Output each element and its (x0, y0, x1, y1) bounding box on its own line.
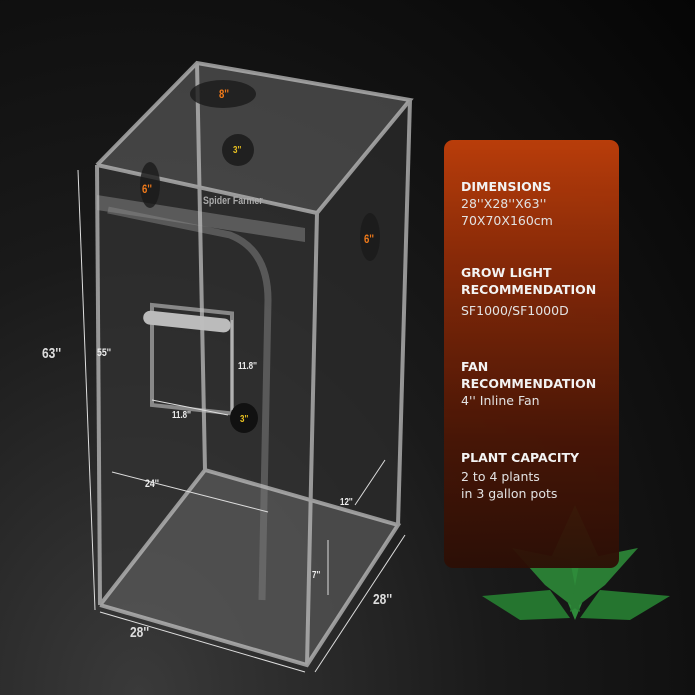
spec-title: RECOMMENDATION (461, 376, 597, 391)
spec-value: SF1000/SF1000D (461, 303, 569, 318)
vent-right-side (360, 213, 380, 261)
spec-title: FAN (461, 359, 489, 374)
bottom-clearance-label: 7'' (312, 570, 321, 581)
specs-panel: DIMENSIONS 28''X28''X63'' 70X70X160cm GR… (444, 140, 619, 568)
window-height-label: 11.8'' (238, 361, 257, 372)
spec-title: RECOMMENDATION (461, 282, 597, 297)
tent-right-face (307, 100, 410, 665)
spec-title: PLANT CAPACITY (461, 450, 580, 465)
tent-frame-poles (95, 60, 414, 668)
vent-label-right: 6'' (364, 232, 374, 246)
vent-window-port (230, 403, 258, 433)
side-offset-label: 12'' (340, 497, 353, 508)
base-width-label: 28'' (130, 624, 150, 641)
window-width-label: 11.8'' (172, 410, 191, 421)
total-height-label: 63'' (42, 345, 62, 362)
spec-plant-capacity: PLANT CAPACITY 2 to 4 plants in 3 gallon… (461, 449, 579, 502)
vent-top-small (222, 134, 254, 166)
vent-left-side (140, 162, 160, 208)
spec-title: GROW LIGHT (461, 265, 552, 280)
dimension-lines (77, 169, 406, 673)
tent-floor (100, 470, 398, 665)
spec-value: in 3 gallon pots (461, 486, 558, 501)
vent-label-top-large: 8'' (219, 87, 229, 101)
vent-label-left: 6'' (142, 182, 152, 196)
spec-value: 4'' Inline Fan (461, 393, 540, 408)
vent-label-window-port: 3'' (240, 414, 249, 425)
spec-title: DIMENSIONS (461, 179, 552, 194)
window-roll (143, 310, 231, 333)
door-height-label: 55'' (97, 347, 111, 359)
spec-value: 28''X28''X63'' (461, 196, 547, 211)
tent-top-face (97, 63, 410, 213)
spec-grow-light: GROW LIGHT RECOMMENDATION SF1000/SF1000D (461, 264, 596, 319)
floor-depth-label: 24'' (145, 478, 159, 490)
vent-top-large (190, 80, 256, 108)
spec-dimensions: DIMENSIONS 28''X28''X63'' 70X70X160cm (461, 178, 553, 229)
spec-value: 2 to 4 plants (461, 469, 540, 484)
spec-value: 70X70X160cm (461, 213, 553, 228)
base-depth-label: 28'' (373, 591, 393, 608)
spec-fan: FAN RECOMMENDATION 4'' Inline Fan (461, 358, 596, 409)
brand-label: Spider Farmer (203, 195, 263, 207)
door-zipper (107, 206, 272, 601)
vent-label-top-small: 3'' (233, 145, 242, 156)
